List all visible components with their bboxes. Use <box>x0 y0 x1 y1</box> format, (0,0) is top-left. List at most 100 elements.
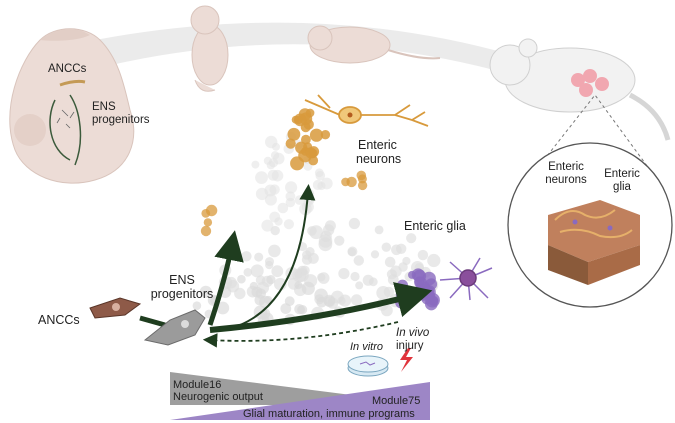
cloud-dot <box>302 250 312 260</box>
cloud-dot <box>387 274 399 286</box>
cloud-dot <box>265 257 274 267</box>
label-ens-progenitors-embryo-2: progenitors <box>92 114 150 126</box>
cloud-dot <box>383 286 395 298</box>
cloud-dot <box>402 256 411 266</box>
glia-dot <box>421 283 431 294</box>
cloud-dot <box>307 226 317 236</box>
cloud-dot <box>301 254 313 265</box>
module16-desc: Neurogenic output <box>173 391 263 403</box>
module75-title: Module75 <box>372 395 421 407</box>
cloud-dot <box>297 305 306 314</box>
cloud-dot <box>347 247 356 257</box>
cloud-dot <box>390 265 402 278</box>
cloud-dot <box>337 296 346 305</box>
cloud-dot <box>283 219 294 230</box>
cloud-dot <box>256 281 270 294</box>
embryo-progenitor-arrows <box>56 109 75 129</box>
petri-dish-icon <box>347 355 389 377</box>
cloud-dot <box>314 288 328 303</box>
cloud-dot <box>266 161 276 170</box>
gut-tissue-icon <box>548 200 640 285</box>
cloud-dot <box>274 217 283 226</box>
cloud-dot <box>265 135 278 149</box>
neuron-dot <box>305 108 315 118</box>
neuron-dot <box>341 177 350 187</box>
glia-icon <box>439 257 493 301</box>
cloud-dot <box>334 235 345 246</box>
inset-label-glia-2: glia <box>613 181 631 193</box>
cloud-dot <box>285 191 296 202</box>
cloud-dot <box>246 285 259 298</box>
cloud-dot <box>272 142 280 151</box>
cloud-dot <box>294 281 303 290</box>
cloud-dot <box>251 160 260 169</box>
label-ens-progenitors-2: progenitors <box>150 287 214 301</box>
cloud-dot <box>285 181 298 194</box>
label-in-vitro: In vitro <box>350 341 384 353</box>
neuron-dot <box>203 218 213 227</box>
cloud-dot <box>304 274 318 288</box>
neuron-dot <box>303 142 313 152</box>
arrow-to-glia <box>209 282 433 333</box>
cloud-dot <box>270 151 280 160</box>
cloud-dot <box>216 301 230 315</box>
cloud-dot <box>324 296 336 308</box>
arrow-to-neurons <box>239 184 316 326</box>
cloud-dot <box>255 187 269 201</box>
cloud-dot <box>295 268 309 282</box>
cloud-dot <box>301 281 315 295</box>
cloud-dot <box>327 297 339 309</box>
neuron-dot <box>309 128 324 142</box>
cloud-dot <box>226 280 240 293</box>
glia-dot <box>413 269 427 283</box>
cloud-dot <box>374 225 384 235</box>
cloud-dot <box>287 277 300 290</box>
label-enteric-neurons-2: neurons <box>356 152 402 166</box>
cloud-dot <box>294 270 303 279</box>
label-enteric-glia: Enteric glia <box>404 219 466 233</box>
cloud-dot <box>338 294 352 307</box>
cloud-dot <box>338 268 350 280</box>
ancc-cell-icon <box>89 297 142 319</box>
cloud-dot <box>234 287 246 300</box>
neuron-dot <box>357 174 367 184</box>
label-enteric-neurons-1: Enteric <box>358 138 397 152</box>
cloud-dot <box>261 219 274 232</box>
progenitor-cell-icon <box>143 309 206 346</box>
label-anccs-embryo: ANCCs <box>48 63 87 75</box>
cell-scatter-cloud <box>192 131 441 328</box>
arrow-ancc-to-progenitor <box>139 315 166 328</box>
glia-dot <box>428 295 439 306</box>
inset-label-glia-1: Enteric <box>604 168 640 180</box>
pup-icon <box>190 5 229 92</box>
cloud-dot <box>271 265 284 278</box>
cloud-dot <box>297 265 308 276</box>
cloud-dot <box>320 230 332 242</box>
cloud-dot <box>417 249 429 261</box>
cloud-dot <box>294 283 307 297</box>
neuron-dot <box>205 204 218 217</box>
cloud-dot <box>254 294 266 306</box>
lightning-icon <box>400 348 413 372</box>
cloud-dot <box>254 252 264 262</box>
cloud-dot <box>353 255 364 266</box>
cloud-dot <box>297 305 308 315</box>
cloud-dot <box>199 285 212 298</box>
label-anccs: ANCCs <box>38 313 80 327</box>
cloud-dot <box>269 184 280 195</box>
cloud-dot <box>318 237 333 252</box>
neuron-dot <box>294 116 303 125</box>
cloud-dot <box>317 181 326 191</box>
label-ens-progenitors-embryo-1: ENS <box>92 101 116 113</box>
module75-wedge <box>170 382 430 420</box>
cloud-dot <box>263 156 272 165</box>
cloud-dot <box>255 171 268 185</box>
cloud-dot <box>251 286 263 298</box>
cloud-dot <box>406 233 417 244</box>
cloud-dot <box>237 274 246 284</box>
cloud-dot <box>350 294 363 306</box>
cloud-dot <box>301 200 314 213</box>
cloud-dot <box>292 268 307 283</box>
neuron-dot <box>320 130 331 140</box>
